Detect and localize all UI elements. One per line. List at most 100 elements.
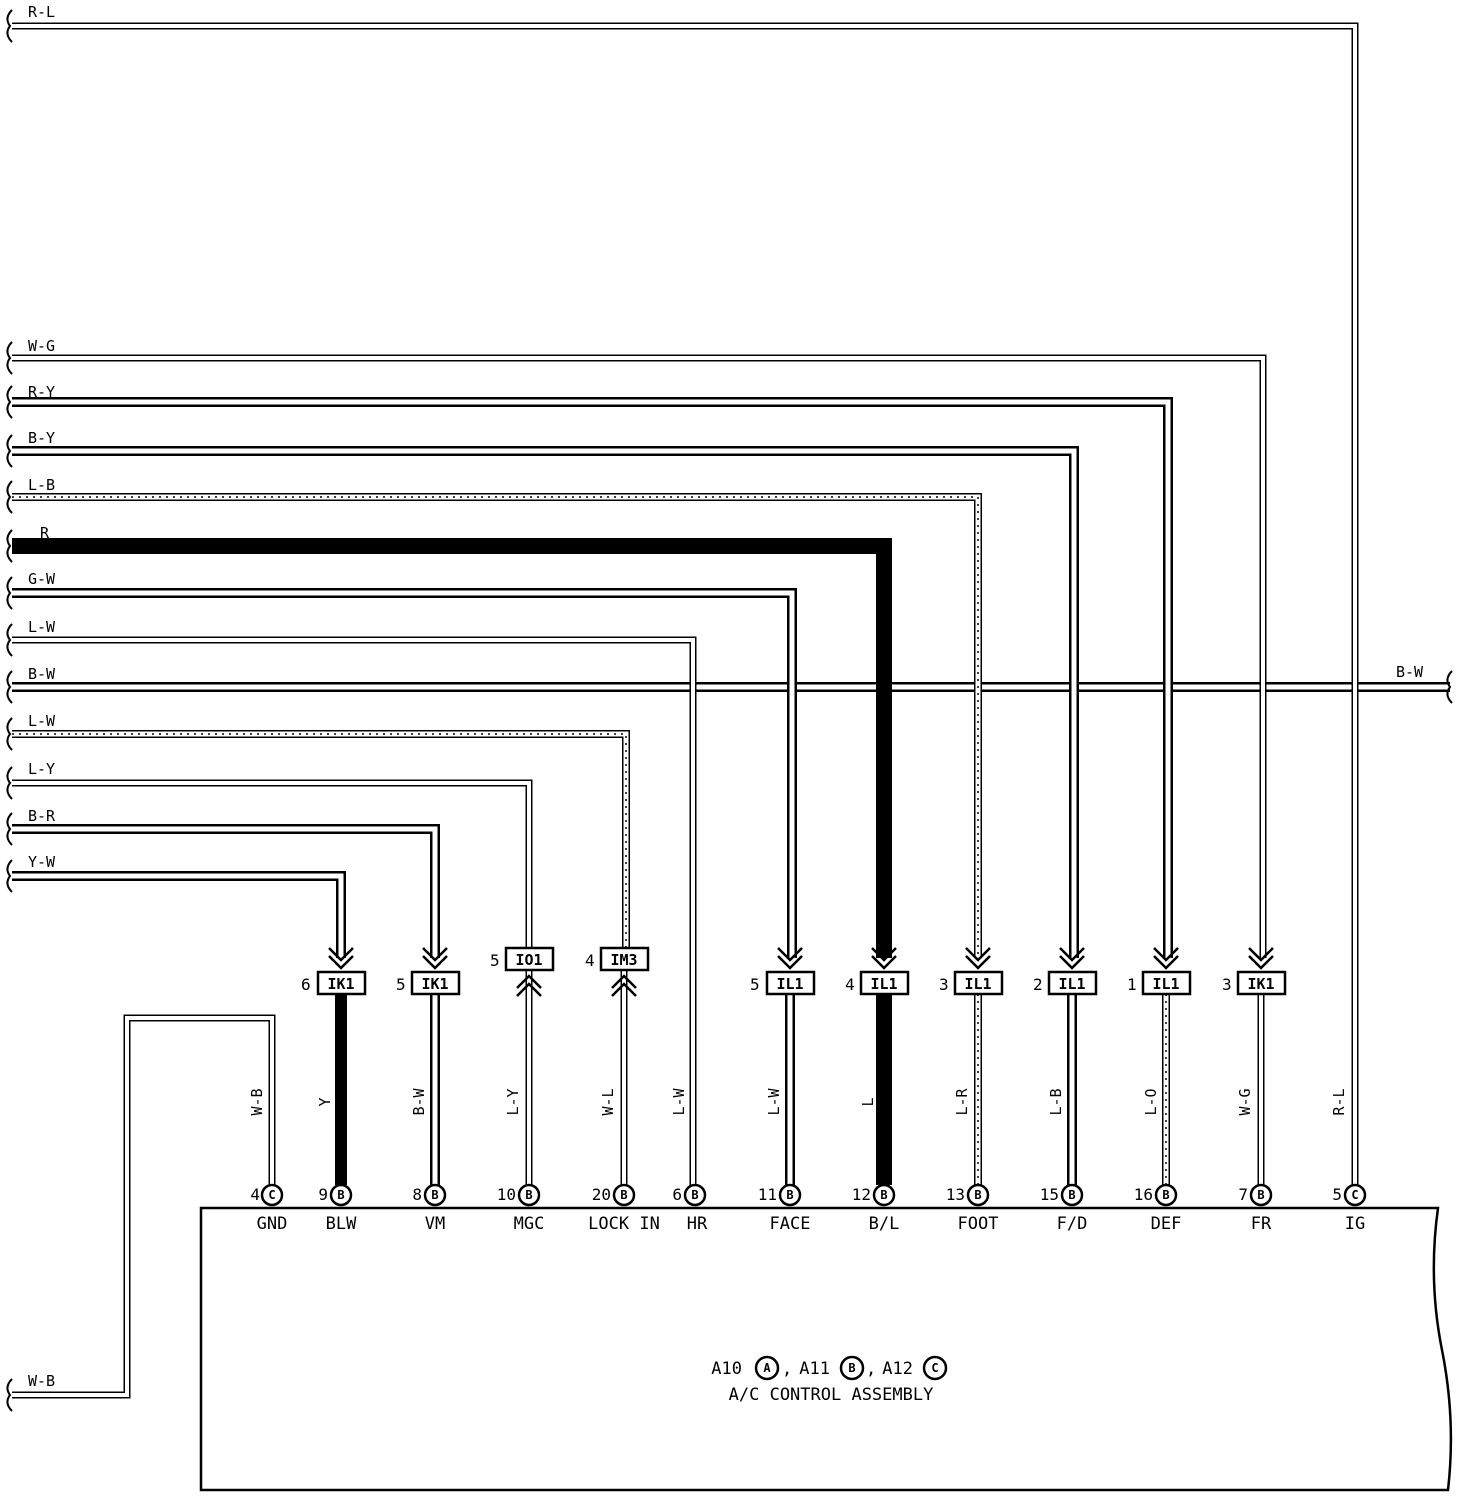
assembly-connector-prefix: A11 bbox=[799, 1359, 830, 1379]
terminal-pin: 5 bbox=[1332, 1185, 1342, 1204]
terminal-circle bbox=[1249, 1183, 1273, 1207]
terminal-name: LOCK IN bbox=[588, 1214, 660, 1234]
terminal-connector: B bbox=[974, 1188, 981, 1202]
terminal-circle bbox=[872, 1183, 896, 1207]
terminal-connector: B bbox=[786, 1188, 793, 1202]
wire-label-b-r: B-R bbox=[28, 807, 56, 825]
connector-im3-4: 4 IM3 bbox=[585, 946, 650, 972]
assembly-box bbox=[199, 1206, 1453, 1492]
assembly-name: A/C CONTROL ASSEMBLY bbox=[729, 1385, 934, 1405]
wire-label-r-y: R-Y bbox=[28, 383, 55, 401]
vertical-label-w-l: W-L bbox=[599, 1088, 617, 1115]
connector-boxes: 6 IK1 5 IK1 5 IO1 4 IM3 5 IL1 4 IL1 bbox=[301, 946, 1287, 996]
terminal-connector: C bbox=[268, 1188, 275, 1202]
connector-il1-1: 1 IL1 bbox=[1127, 970, 1192, 996]
connector-pin: 4 bbox=[845, 975, 855, 994]
wire-b-r bbox=[12, 824, 440, 958]
arrow-down-icon bbox=[422, 947, 448, 970]
wire-l-w-hr bbox=[12, 636, 697, 1185]
connector-pin: 3 bbox=[939, 975, 949, 994]
connector-box bbox=[1236, 970, 1287, 996]
terminal-circle bbox=[1343, 1183, 1367, 1207]
terminal-name: F/D bbox=[1057, 1214, 1088, 1234]
wire-label-g-w: G-W bbox=[28, 570, 56, 588]
vertical-wire-labels: W-B Y B-W L-Y W-L L-W L-W L L-R L-B L-O … bbox=[248, 1087, 1348, 1115]
terminal-pin: 12 bbox=[852, 1185, 871, 1204]
terminal-connector: B bbox=[431, 1188, 438, 1202]
wire-w-b-ground bbox=[12, 1014, 276, 1399]
vertical-label-w-g: W-G bbox=[1236, 1088, 1254, 1115]
wire-break-icon bbox=[6, 529, 13, 563]
terminal-name: DEF bbox=[1151, 1214, 1182, 1234]
connector-box bbox=[859, 970, 910, 996]
terminal-connector: B bbox=[1068, 1188, 1075, 1202]
vertical-label-w-b: W-B bbox=[248, 1088, 266, 1115]
terminal-connector: B bbox=[691, 1188, 698, 1202]
terminal-face: 11 B FACE bbox=[758, 1183, 810, 1234]
wire-break-icon bbox=[6, 812, 13, 846]
vertical-label-l-w-hr: L-W bbox=[670, 1087, 688, 1115]
arrow-layer bbox=[328, 947, 1274, 997]
vertical-label-l: L bbox=[859, 1097, 877, 1106]
connector-code: IK1 bbox=[1247, 975, 1274, 993]
assembly-connector-circle bbox=[754, 1355, 780, 1381]
terminal-ig: 5 C IG bbox=[1332, 1183, 1367, 1234]
connector-pin: 5 bbox=[396, 975, 406, 994]
terminal-name: B/L bbox=[869, 1214, 900, 1234]
terminal-b-l: 12 B B/L bbox=[852, 1183, 900, 1234]
wire-w-g bbox=[12, 354, 1267, 958]
connector-ik1-3: 3 IK1 bbox=[1222, 970, 1287, 996]
arrow-up-icon bbox=[611, 974, 637, 997]
connector-code: IL1 bbox=[870, 975, 897, 993]
terminal-connector: B bbox=[1257, 1188, 1264, 1202]
arrow-down-icon bbox=[871, 947, 897, 970]
connector-pin: 4 bbox=[585, 951, 595, 970]
terminal-connector: B bbox=[525, 1188, 532, 1202]
wire-label-l-b: L-B bbox=[28, 476, 55, 494]
connector-pin: 1 bbox=[1127, 975, 1137, 994]
connector-pin: 6 bbox=[301, 975, 311, 994]
connector-il1-3: 3 IL1 bbox=[939, 970, 1004, 996]
arrow-down-icon bbox=[1153, 947, 1179, 970]
wire-l-b bbox=[12, 493, 982, 958]
terminal-circle bbox=[423, 1183, 447, 1207]
vertical-label-l-y: L-Y bbox=[504, 1088, 522, 1115]
arrow-down-icon bbox=[328, 947, 354, 970]
terminal-circle bbox=[966, 1183, 990, 1207]
connector-box bbox=[599, 946, 650, 972]
terminal-f-d: 15 B F/D bbox=[1040, 1183, 1088, 1234]
connector-box bbox=[765, 970, 816, 996]
connector-code: IO1 bbox=[515, 951, 542, 969]
terminal-name: GND bbox=[257, 1214, 288, 1234]
wire-label-y-w: Y-W bbox=[28, 853, 56, 871]
wire-label-w-g: W-G bbox=[28, 337, 55, 355]
terminal-name: VM bbox=[425, 1214, 445, 1234]
connector-ik1-6: 6 IK1 bbox=[301, 970, 367, 996]
terminal-connector: B bbox=[337, 1188, 344, 1202]
wire-r-y bbox=[12, 397, 1173, 958]
connector-box bbox=[504, 946, 555, 972]
arrow-down-icon bbox=[1059, 947, 1085, 970]
wire-layer bbox=[12, 22, 1450, 1399]
vertical-label-r-l: R-L bbox=[1330, 1088, 1348, 1115]
terminals: 4 C GND 9 B BLW 8 B VM 10 B MGC 20 B LOC… bbox=[250, 1183, 1367, 1234]
connector-pin: 5 bbox=[490, 951, 500, 970]
wire-g-w bbox=[12, 588, 797, 958]
terminal-circle bbox=[260, 1183, 284, 1207]
terminal-pin: 11 bbox=[758, 1185, 777, 1204]
connector-pin: 3 bbox=[1222, 975, 1232, 994]
assembly-connector-circle bbox=[839, 1355, 865, 1381]
wire-r bbox=[12, 538, 892, 958]
arrow-up-icon bbox=[516, 974, 542, 997]
assembly-connector-letter: A bbox=[763, 1361, 771, 1375]
wire-label-right-b-w: B-W bbox=[1396, 663, 1424, 681]
wire-break-icon bbox=[6, 9, 13, 43]
connector-code: IL1 bbox=[964, 975, 991, 993]
terminal-blw: 9 B BLW bbox=[318, 1183, 357, 1234]
terminal-pin: 6 bbox=[672, 1185, 682, 1204]
terminal-connector: B bbox=[620, 1188, 627, 1202]
wire-break-icon bbox=[6, 766, 13, 800]
wire-break-icon bbox=[6, 434, 13, 468]
connector-code: IM3 bbox=[610, 951, 637, 969]
